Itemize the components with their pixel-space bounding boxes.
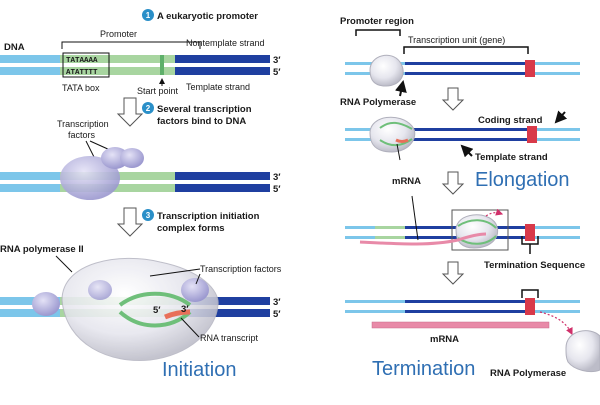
three-prime-top-3: 3′ bbox=[273, 297, 281, 308]
nontemplate-strand-label: Nontemplate strand bbox=[186, 38, 265, 48]
step2-heading: 2 Several transcription factors bind to … bbox=[142, 102, 252, 127]
template-strand-label: Template strand bbox=[186, 82, 250, 92]
tata-box-outline bbox=[62, 52, 110, 78]
coding-strand-label: Coding strand bbox=[478, 115, 543, 126]
step2-circle bbox=[142, 102, 154, 114]
dna-strands-step1 bbox=[0, 55, 270, 75]
tf2-pointer-2 bbox=[195, 273, 201, 285]
rna-pol-pointer bbox=[55, 255, 73, 273]
step2-line2: factors bind to DNA bbox=[157, 116, 246, 127]
five-prime-bottom-1: 5′ bbox=[273, 67, 281, 78]
dna-strands-step2 bbox=[0, 172, 270, 192]
mrna-pointer-row2 bbox=[396, 143, 401, 161]
step1-number: 1 bbox=[146, 11, 151, 20]
transcription-factor-large bbox=[60, 156, 120, 200]
tf-label-line2: factors bbox=[68, 130, 96, 140]
tata-top-seq: TATAAAA bbox=[66, 57, 98, 65]
termination-bracket-row4 bbox=[521, 289, 539, 298]
rna-transcript-label: RNA transcript bbox=[200, 333, 259, 343]
step3-line2: complex forms bbox=[157, 223, 225, 234]
tf-pointer-2 bbox=[89, 140, 111, 151]
step1-circle bbox=[142, 9, 154, 21]
transcription-factor-small-2 bbox=[120, 148, 144, 168]
promoter-bracket bbox=[61, 41, 201, 49]
release-arrow bbox=[539, 311, 573, 336]
open-dna-row3-top bbox=[457, 219, 497, 229]
tf-complex-1 bbox=[32, 292, 60, 316]
template-strand-label-right: Template strand bbox=[475, 152, 548, 163]
mrna-label: mRNA bbox=[392, 176, 421, 187]
dna-row2 bbox=[345, 126, 580, 143]
tf-complex-2 bbox=[181, 278, 209, 302]
tata-box-label: TATA box bbox=[62, 83, 100, 93]
mrna-pointer-row3 bbox=[411, 195, 419, 241]
tf-complex-3 bbox=[88, 280, 112, 300]
promoter-label: Promoter bbox=[100, 29, 137, 39]
promoter-region-bracket bbox=[355, 29, 401, 36]
tf2-pointer-1 bbox=[149, 268, 201, 277]
rna-polymerase-ii-label: RNA polymerase II bbox=[0, 244, 84, 255]
dna-row4 bbox=[345, 298, 580, 315]
mrna-strand-row3 bbox=[359, 232, 487, 246]
tf-label-line1: Transcription bbox=[57, 119, 109, 129]
down-arrow-2 bbox=[116, 207, 144, 237]
released-mrna bbox=[371, 321, 550, 329]
three-prime-rna: 3′ bbox=[181, 304, 189, 315]
rna-polymerase-ii bbox=[61, 257, 219, 362]
open-dna-top bbox=[118, 291, 192, 307]
tf-label-2: Transcription factors bbox=[200, 264, 282, 274]
step2-number: 2 bbox=[146, 104, 151, 113]
coding-strand-arrow bbox=[554, 110, 568, 124]
right-down-arrow-1 bbox=[441, 87, 465, 111]
termination-sequence-label: Termination Sequence bbox=[484, 260, 585, 271]
open-dna-bottom bbox=[118, 310, 192, 328]
down-arrow-1 bbox=[116, 97, 144, 127]
promoter-region-label: Promoter region bbox=[340, 16, 414, 27]
rna-polymerase-label-2: RNA Polymerase bbox=[490, 368, 566, 379]
step3-circle bbox=[142, 209, 154, 221]
tf-pointer-1 bbox=[85, 140, 95, 158]
elongation-zoom-box bbox=[451, 209, 509, 251]
released-rna-polymerase bbox=[565, 330, 600, 373]
mrna-start-row2 bbox=[395, 138, 409, 143]
template-strand-arrow bbox=[460, 144, 474, 158]
transcription-unit-bracket bbox=[403, 46, 529, 54]
step3-number: 3 bbox=[146, 211, 151, 220]
step1-text: A eukaryotic promoter bbox=[157, 11, 258, 22]
mrna-label-2: mRNA bbox=[430, 334, 459, 345]
step2-line1: Several transcription bbox=[157, 104, 252, 115]
three-prime-top-1: 3′ bbox=[273, 55, 281, 66]
five-prime-rna: 5′ bbox=[153, 305, 161, 316]
step1-heading: 1 A eukaryotic promoter bbox=[142, 9, 258, 22]
rna-transcript-pointer bbox=[180, 317, 200, 338]
open-dna-row2-top bbox=[379, 121, 413, 130]
termination-title: Termination bbox=[372, 358, 475, 380]
polymerase-arrow-row1 bbox=[395, 80, 407, 97]
step3-line1: Transcription initiation bbox=[157, 211, 260, 222]
elongation-direction-arrow bbox=[485, 208, 504, 217]
transcription-unit-label: Transcription unit (gene) bbox=[408, 35, 505, 45]
rna-transcript-strand bbox=[164, 309, 191, 320]
initiation-title: Initiation bbox=[162, 359, 237, 381]
step3-heading: 3 Transcription initiation complex forms bbox=[142, 209, 260, 234]
elongation-title: Elongation bbox=[475, 169, 570, 191]
five-prime-bottom-2: 5′ bbox=[273, 184, 281, 195]
right-down-arrow-2 bbox=[441, 171, 465, 195]
rna-polymerase-label: RNA Polymerase bbox=[340, 97, 416, 108]
rna-polymerase-row1 bbox=[369, 54, 404, 87]
dna-label: DNA bbox=[4, 42, 25, 53]
right-down-arrow-3 bbox=[441, 261, 465, 285]
three-prime-top-2: 3′ bbox=[273, 172, 281, 183]
tata-bottom-seq: ATATTTT bbox=[66, 69, 98, 77]
start-point-label: Start point bbox=[137, 86, 179, 96]
five-prime-bottom-3: 5′ bbox=[273, 309, 281, 320]
